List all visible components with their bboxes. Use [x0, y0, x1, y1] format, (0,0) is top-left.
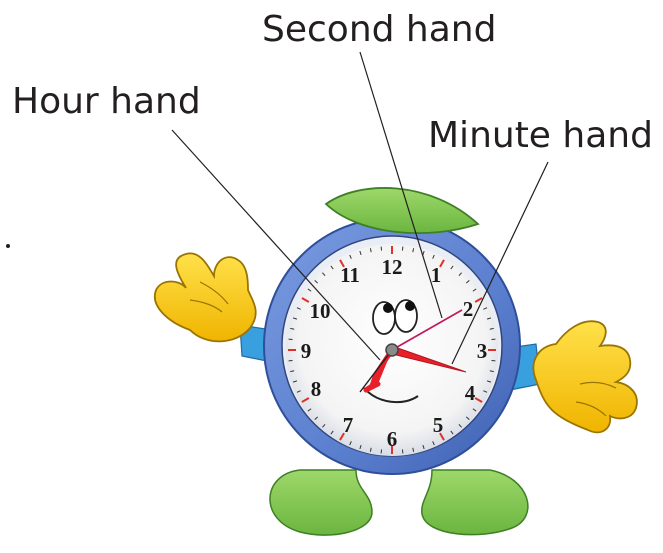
hour-hand-label: Hour hand [12, 84, 201, 120]
number-1: 1 [431, 263, 442, 287]
number-8: 8 [311, 377, 322, 401]
minute-hand-label: Minute hand [428, 118, 653, 154]
number-7: 7 [343, 413, 354, 437]
number-11: 11 [340, 263, 360, 287]
left-foot [270, 470, 372, 535]
number-6: 6 [387, 427, 398, 451]
second-hand-label: Second hand [262, 12, 496, 48]
number-2: 2 [463, 297, 474, 321]
number-3: 3 [477, 339, 488, 363]
stray-dot [6, 244, 10, 248]
right-glove [533, 321, 636, 432]
number-12: 12 [382, 255, 403, 279]
hand-pivot [386, 344, 398, 356]
number-9: 9 [301, 339, 312, 363]
number-5: 5 [433, 413, 444, 437]
right-foot [422, 470, 528, 535]
left-glove [155, 253, 256, 341]
number-4: 4 [465, 381, 476, 405]
